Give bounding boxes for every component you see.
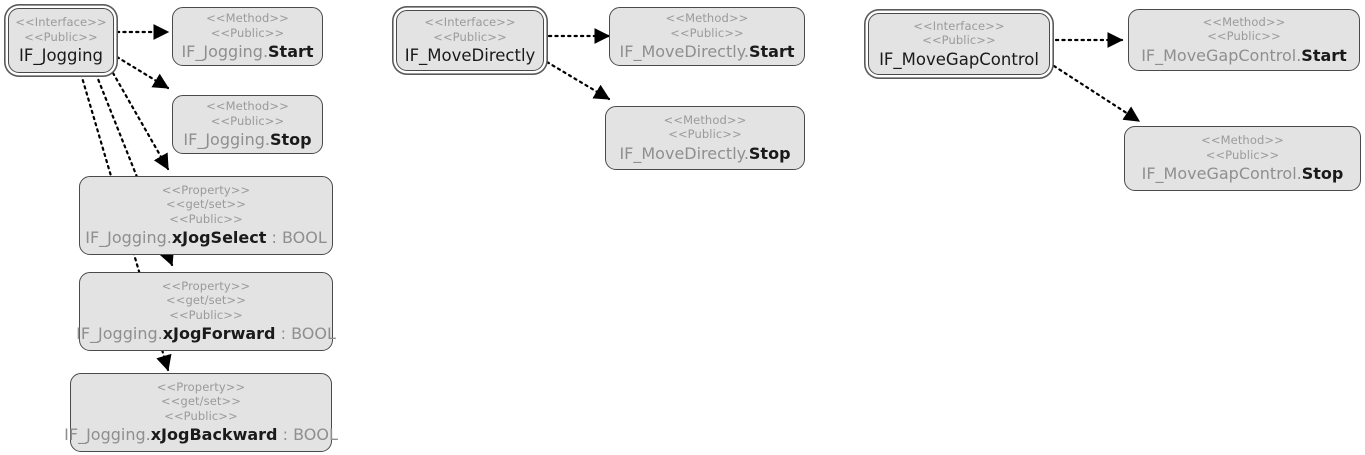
stereotype-public: <<Public>>: [922, 33, 996, 47]
node-title: IF_MoveDirectly.Stop: [619, 143, 790, 164]
node-title: IF_MoveDirectly: [404, 46, 536, 65]
node-if-movegapcontrol-stop[interactable]: <<Method>> <<Public>> IF_MoveGapControl.…: [1124, 126, 1361, 191]
node-title: IF_MoveDirectly.Start: [620, 41, 795, 62]
stereotype-getset: <<get/set>>: [166, 293, 246, 308]
stereotype-property: <<Property>>: [161, 182, 251, 197]
stereotype-public: <<Public>>: [1205, 147, 1280, 162]
stereotype-public: <<Public>>: [210, 113, 285, 128]
stereotype-public: <<Public>>: [164, 408, 238, 423]
member-name: xJogSelect: [171, 228, 267, 248]
stereotype-public: <<Public>>: [670, 25, 744, 40]
stereotype-getset: <<get/set>>: [166, 197, 246, 212]
node-if-movegapcontrol-start[interactable]: <<Method>> <<Public>> IF_MoveGapControl.…: [1128, 9, 1360, 71]
stereotype-getset: <<get/set>>: [161, 394, 241, 409]
stereotype-public: <<Public>>: [169, 307, 243, 322]
member-name: Start: [748, 42, 795, 61]
stereotype-interface: <<Interface>>: [15, 15, 107, 29]
edge-movedirectly-stop: [545, 60, 611, 101]
stereotype-property: <<Property>>: [161, 278, 251, 293]
owner-prefix: IF_Jogging.: [76, 324, 163, 344]
stereotype-public: <<Public>>: [433, 29, 507, 44]
stereotype-method: <<Method>>: [663, 112, 747, 127]
node-if-jogging-xjogforward[interactable]: <<Property>> <<get/set>> <<Public>> IF_J…: [76, 272, 336, 351]
member-type: : BOOL: [266, 228, 327, 248]
node-title: IF_MoveGapControl.Stop: [1142, 163, 1344, 184]
node-title: IF_Jogging.Start: [181, 41, 313, 62]
stereotype-method: <<Method>>: [206, 11, 289, 25]
owner-prefix: IF_MoveGapControl.: [1141, 164, 1302, 183]
stereotype-public: <<Public>>: [668, 127, 742, 141]
node-if-jogging-stop[interactable]: <<Method>> <<Public>> IF_Jogging.Stop: [172, 95, 323, 154]
node-if-jogging-xjogbackward[interactable]: <<Property>> <<get/set>> <<Public>> IF_J…: [64, 373, 338, 452]
stereotype-public: <<Public>>: [1207, 29, 1281, 43]
stereotype-method: <<Method>>: [1202, 14, 1286, 29]
node-if-movegapcontrol[interactable]: <<Interface>> <<Public>> IF_MoveGapContr…: [868, 13, 1050, 75]
node-title: IF_MoveGapControl: [879, 49, 1039, 69]
owner-prefix: IF_Jogging.: [85, 228, 172, 248]
node-title: IF_Jogging.Stop: [183, 129, 311, 150]
stereotype-method: <<Method>>: [665, 11, 749, 25]
member-name: xJogBackward: [150, 425, 278, 445]
node-title: IF_Jogging.xJogBackward : BOOL: [64, 424, 338, 445]
owner-prefix: IF_MoveGapControl.: [1141, 45, 1302, 65]
member-name: Stop: [748, 143, 791, 163]
owner-prefix: IF_MoveDirectly.: [619, 42, 749, 61]
node-if-jogging-xjogselect[interactable]: <<Property>> <<get/set>> <<Public>> IF_J…: [79, 176, 333, 255]
stereotype-public: <<Public>>: [210, 25, 285, 40]
edge-jogging-stop: [115, 55, 170, 90]
node-if-movedirectly[interactable]: <<Interface>> <<Public>> IF_MoveDirectly: [396, 10, 544, 71]
member-type: : BOOL: [277, 425, 338, 445]
owner-prefix: IF_MoveDirectly.: [619, 143, 749, 163]
owner-prefix: IF_Jogging.: [183, 130, 270, 149]
member-name: Stop: [269, 130, 312, 149]
node-title: IF_Jogging.xJogSelect : BOOL: [85, 227, 327, 248]
stereotype-method: <<Method>>: [1201, 133, 1284, 147]
owner-prefix: IF_Jogging.: [181, 42, 269, 61]
member-name: xJogForward: [162, 324, 276, 344]
member-name: Stop: [1301, 164, 1344, 183]
node-if-movedirectly-start[interactable]: <<Method>> <<Public>> IF_MoveDirectly.St…: [609, 7, 805, 66]
node-title: IF_Jogging: [18, 46, 104, 65]
member-name: Start: [1301, 45, 1347, 65]
stereotype-interface: <<Interface>>: [424, 15, 516, 29]
owner-prefix: IF_Jogging.: [64, 425, 151, 445]
node-title: IF_MoveGapControl.Start: [1141, 45, 1347, 66]
member-name: Start: [268, 42, 314, 61]
stereotype-public: <<Public>>: [24, 29, 98, 44]
member-type: : BOOL: [275, 324, 336, 344]
stereotype-public: <<Public>>: [169, 211, 243, 226]
edge-movegapcontrol-stop: [1052, 64, 1141, 123]
node-if-jogging-start[interactable]: <<Method>> <<Public>> IF_Jogging.Start: [172, 7, 323, 66]
edge-jogging-xjogselect: [111, 71, 170, 171]
node-if-jogging[interactable]: <<Interface>> <<Public>> IF_Jogging: [8, 8, 114, 73]
node-if-movedirectly-stop[interactable]: <<Method>> <<Public>> IF_MoveDirectly.St…: [605, 106, 805, 170]
stereotype-interface: <<Interface>>: [913, 18, 1005, 33]
stereotype-method: <<Method>>: [206, 99, 289, 113]
node-title: IF_Jogging.xJogForward : BOOL: [76, 323, 336, 344]
stereotype-property: <<Property>>: [156, 379, 246, 394]
